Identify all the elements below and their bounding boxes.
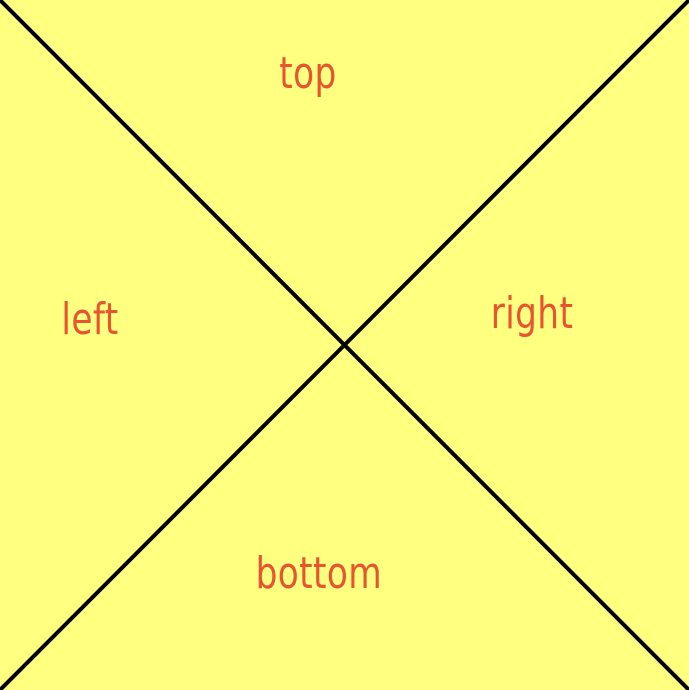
label-left: left	[61, 294, 119, 345]
label-right: right	[490, 288, 574, 339]
label-bottom: bottom	[255, 548, 383, 599]
label-top: top	[279, 48, 337, 99]
